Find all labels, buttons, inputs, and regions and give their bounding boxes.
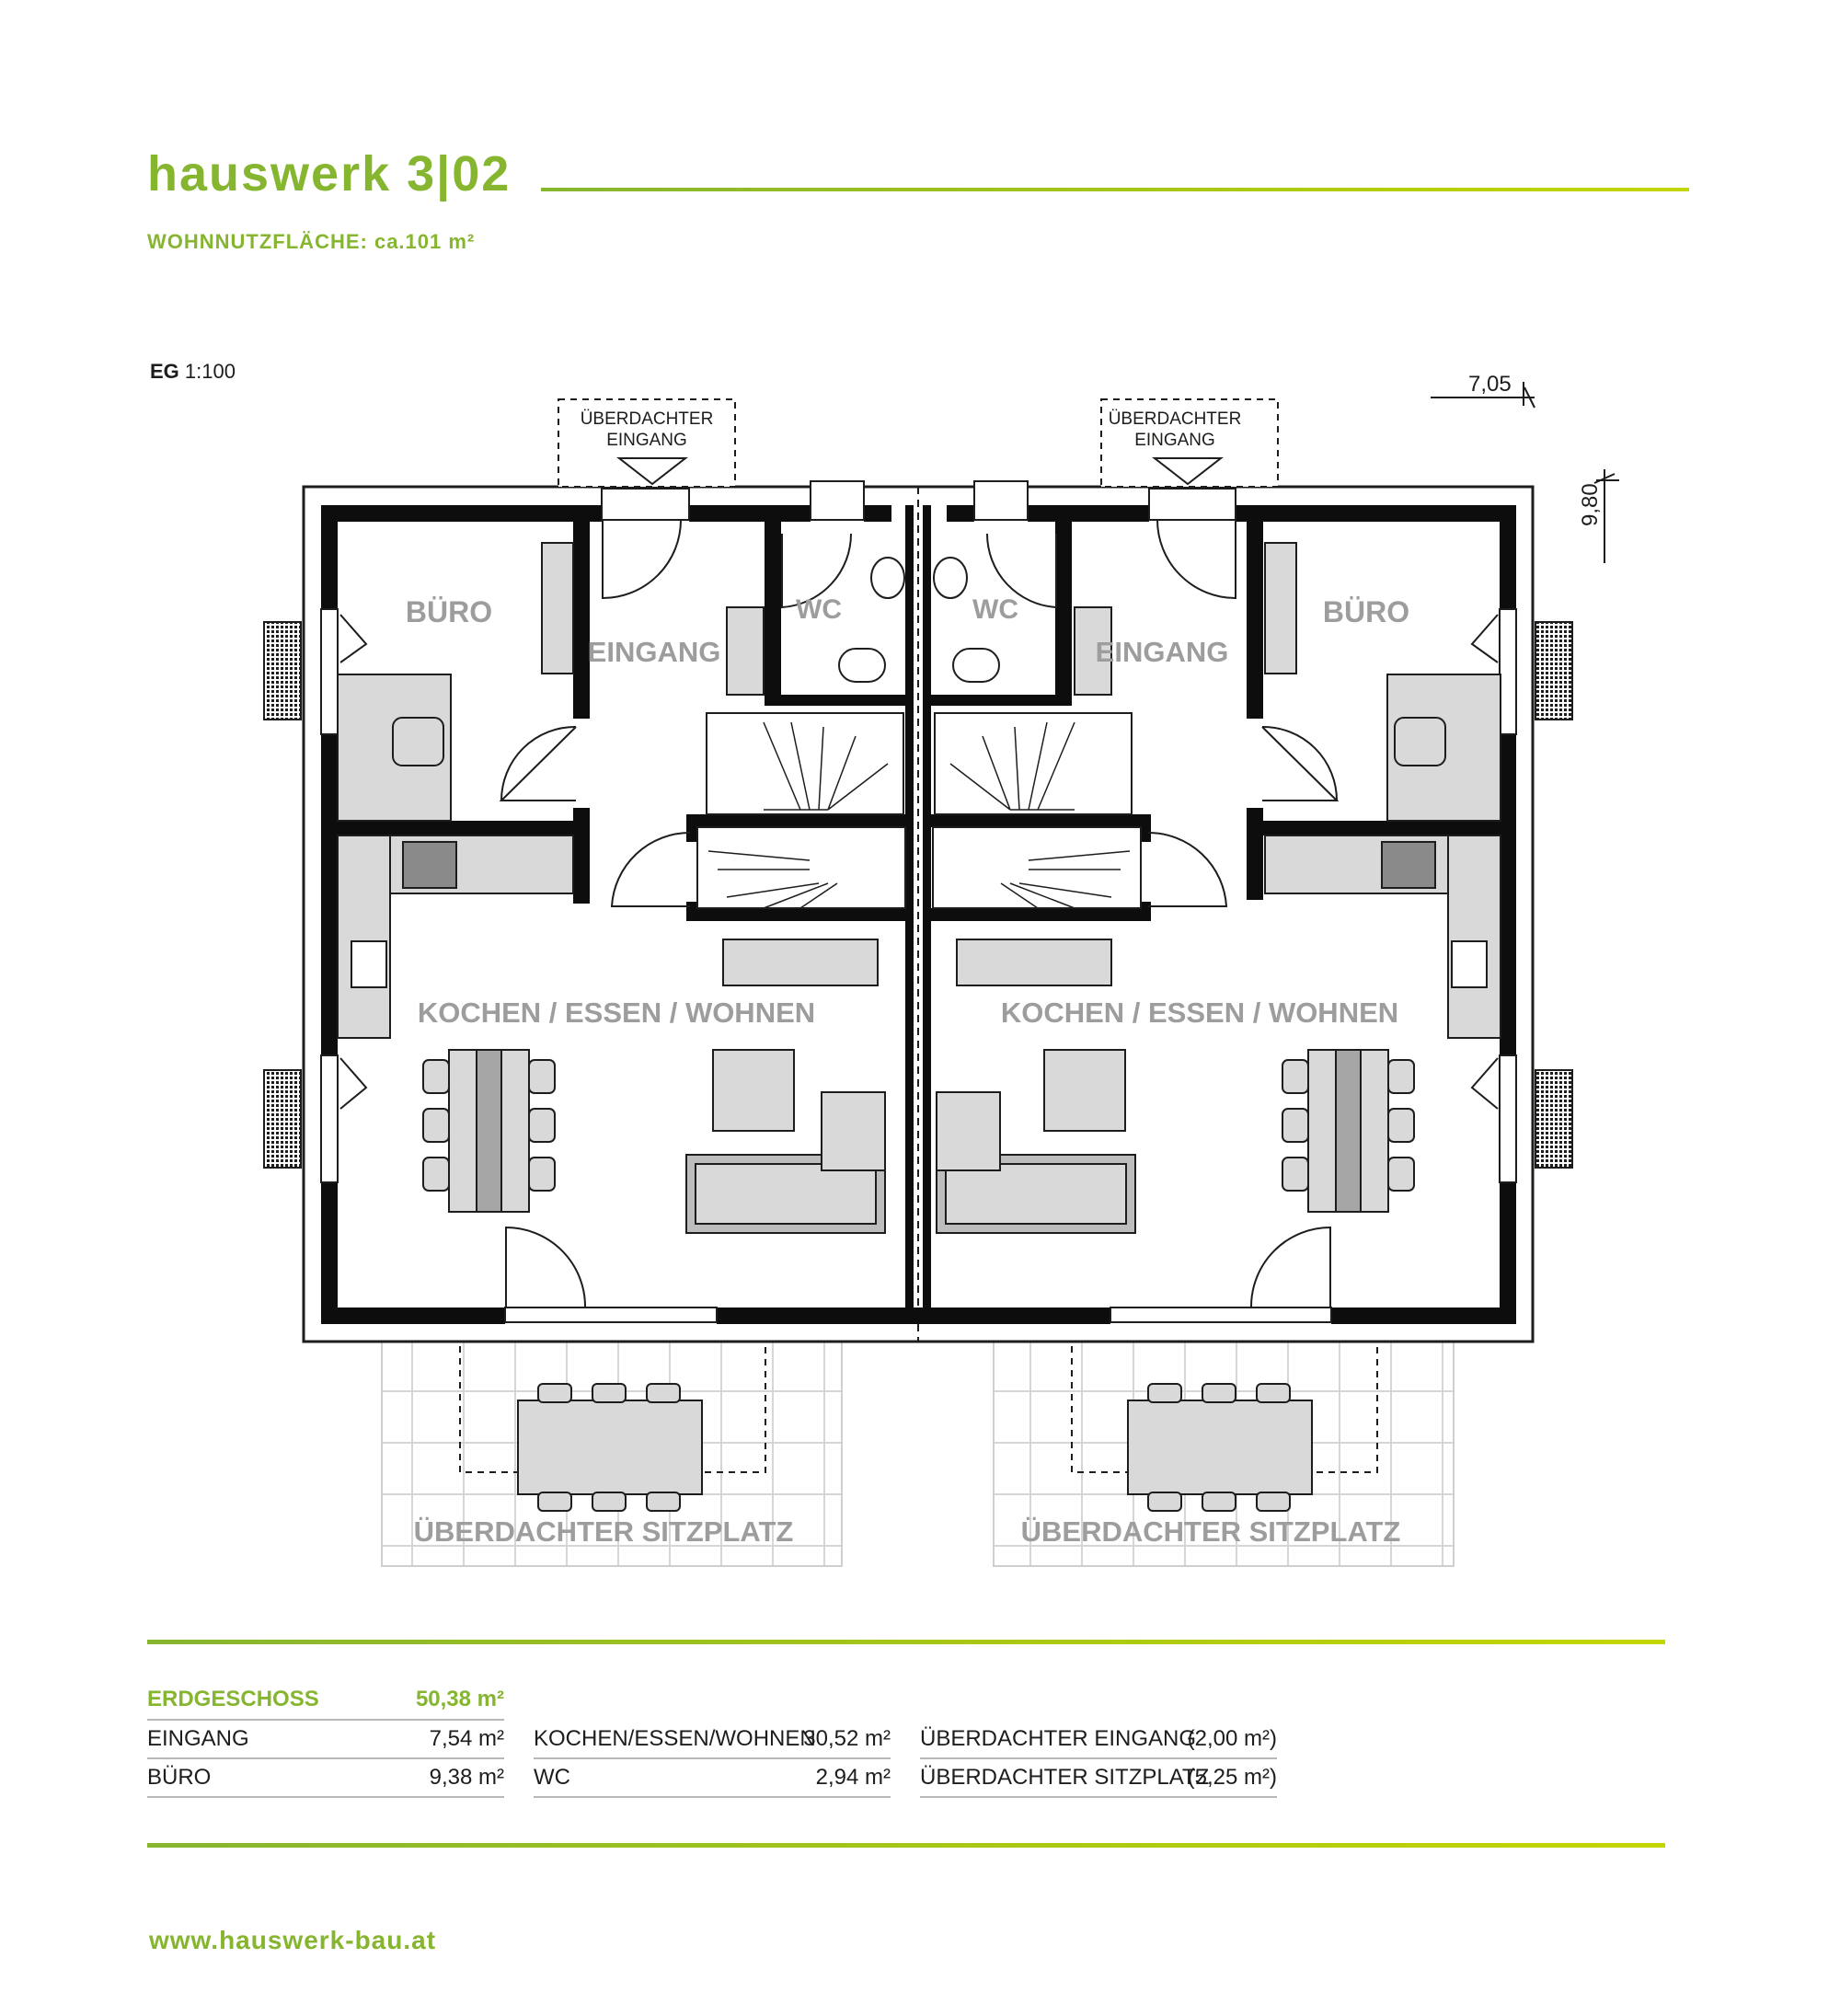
covered-entrance-area: (2,00 m²) (1187, 1726, 1277, 1751)
floor-total: 50,38 m² (415, 1687, 504, 1711)
room-label-wc-right: WC (972, 594, 1018, 625)
table-top-divider (147, 1640, 1665, 1644)
room-label-entrance-right: EINGANG (1096, 636, 1229, 668)
dim-width: 7,05 (1468, 372, 1512, 397)
room-office-area: 9,38 m² (429, 1765, 504, 1790)
canopy-label-bottom-right: EINGANG (1134, 431, 1215, 450)
covered-terrace-area: (5,25 m²) (1187, 1765, 1277, 1790)
title-divider (541, 188, 1689, 191)
walls (321, 505, 1516, 1324)
floor-code: EG (150, 360, 179, 383)
dim-depth: 9,80 (1578, 483, 1603, 526)
room-label-living-right: KOCHEN / ESSEN / WOHNEN (1001, 996, 1398, 1029)
table-bottom-divider (147, 1843, 1665, 1848)
room-entrance-area: 7,54 m² (429, 1726, 504, 1751)
living-area-subtitle: WOHNNUTZFLÄCHE: ca.101 m² (147, 230, 476, 253)
scale-value: 1:100 (184, 360, 236, 383)
floor-heading: ERDGESCHOSS (147, 1687, 319, 1711)
room-entrance-label: EINGANG (147, 1726, 249, 1751)
plan-scale: EG 1:100 (150, 360, 236, 384)
room-label-wc-left: WC (796, 594, 842, 625)
terrace-label-left: ÜBERDACHTER SITZPLATZ (414, 1515, 794, 1548)
canopy-label-bottom-left: EINGANG (606, 431, 687, 450)
room-living-label: KOCHEN/ESSEN/WOHNEN (534, 1726, 816, 1751)
room-label-office-right: BÜRO (1323, 595, 1409, 628)
room-label-entrance-left: EINGANG (588, 636, 721, 668)
canopy-label-top-left: ÜBERDACHTER (581, 409, 714, 429)
website-link[interactable]: www.hauswerk-bau.at (149, 1926, 437, 1954)
covered-entrance-label: ÜBERDACHTER EINGANG (920, 1726, 1197, 1751)
room-label-living-left: KOCHEN / ESSEN / WOHNEN (418, 996, 815, 1029)
room-wc-label: WC (534, 1765, 570, 1790)
terrace-label-right: ÜBERDACHTER SITZPLATZ (1021, 1515, 1401, 1548)
room-living-area: 30,52 m² (803, 1726, 891, 1751)
canopy-label-top-right: ÜBERDACHTER (1109, 409, 1242, 429)
room-office-label: BÜRO (147, 1765, 212, 1790)
covered-terrace-label: ÜBERDACHTER SITZPLATZ (920, 1765, 1210, 1790)
room-label-office-left: BÜRO (406, 595, 492, 628)
page-title: hauswerk 3|02 (147, 146, 512, 202)
room-wc-area: 2,94 m² (815, 1765, 891, 1790)
